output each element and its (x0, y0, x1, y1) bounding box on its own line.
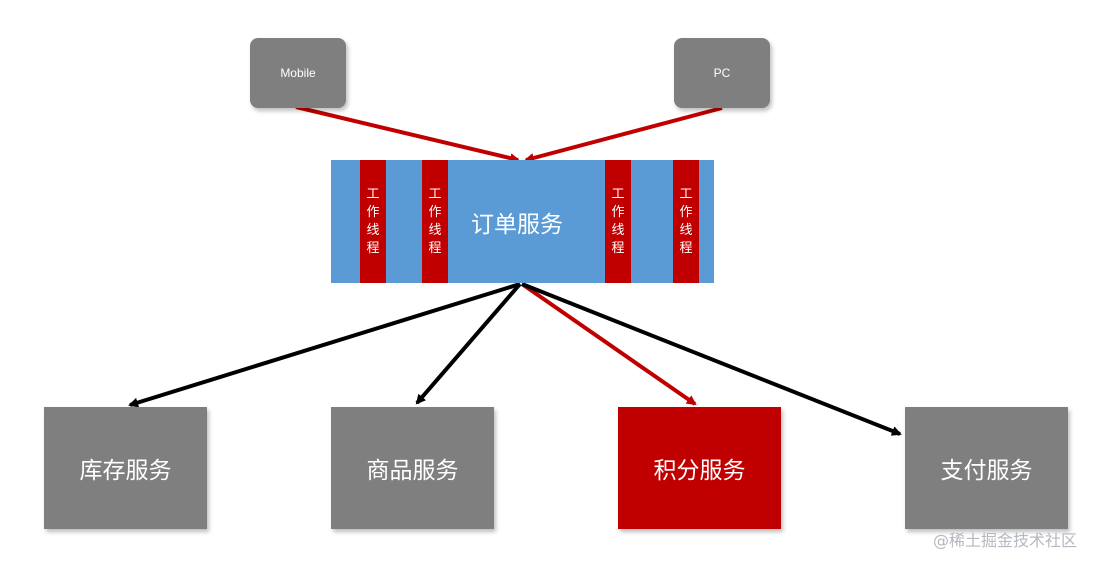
arrow-order-to-inventory (128, 282, 521, 408)
points-service-label: 积分服务 (653, 458, 746, 484)
worker-thread-1: 工 作 线 程 (360, 160, 386, 283)
worker-thread-3: 工 作 线 程 (605, 160, 631, 283)
arrow-order-to-points (520, 282, 697, 406)
mobile-client-box: Mobile (250, 38, 346, 108)
arrow-order-to-payment (521, 282, 902, 436)
points-service-box: 积分服务 (618, 407, 781, 529)
mobile-client-label: Mobile (280, 66, 316, 80)
worker-thread-2: 工 作 线 程 (422, 160, 448, 283)
pc-client-box: PC (674, 38, 770, 108)
payment-service-label: 支付服务 (940, 458, 1033, 484)
pc-client-label: PC (713, 66, 731, 80)
worker-thread-4: 工 作 线 程 (673, 160, 699, 283)
inventory-service-box: 库存服务 (44, 407, 207, 529)
product-service-label: 商品服务 (366, 458, 459, 484)
payment-service-box: 支付服务 (905, 407, 1068, 529)
order-service-label: 订单服务 (471, 212, 563, 238)
arrow-order-to-product (415, 282, 522, 405)
inventory-service-label: 库存服务 (79, 458, 172, 484)
arrow-mobile-to-order (295, 105, 520, 164)
order-service-box (331, 160, 714, 283)
arrow-pc-to-order (524, 106, 723, 163)
watermark: @稀土掘金技术社区 (932, 531, 1077, 550)
product-service-box: 商品服务 (331, 407, 494, 529)
